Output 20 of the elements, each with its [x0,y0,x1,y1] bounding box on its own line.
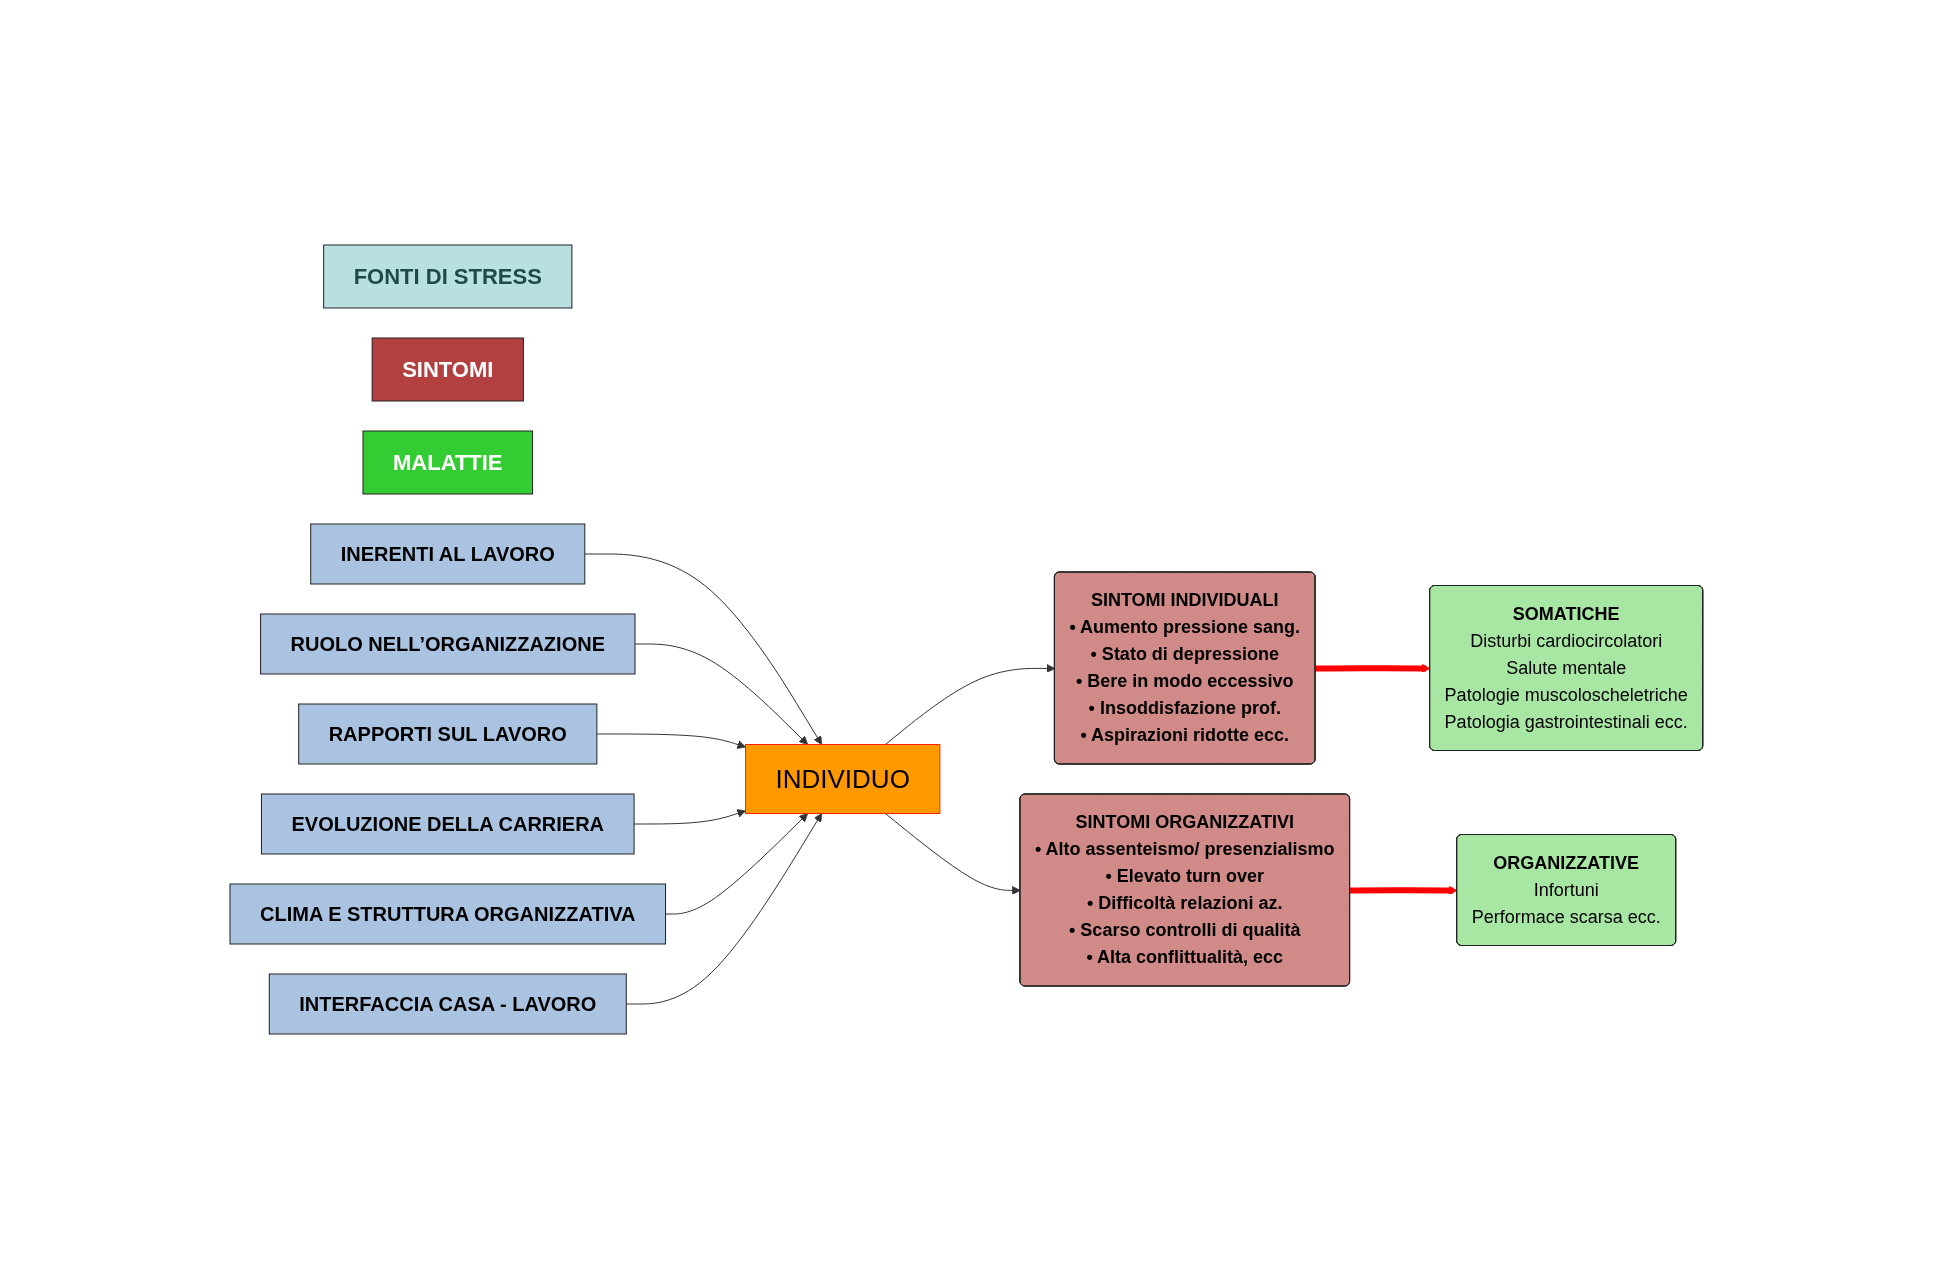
node-box: RUOLO NELL’ORGANIZZAZIONE [260,613,636,675]
node-box: RAPPORTI SUL LAVORO [298,703,598,765]
arrow [584,553,823,745]
node-box: FONTI DI STRESS [323,244,573,309]
arrow [884,664,1056,745]
arrow [1315,664,1431,673]
arrow [633,809,747,825]
arrow [884,813,1021,895]
arrow [665,813,809,915]
arrow [625,813,823,1005]
node-box: INERENTI AL LAVORO [310,523,586,585]
node-box: EVOLUZIONE DELLA CARRIERA [261,793,635,855]
node-box: CLIMA E STRUTTURA ORGANIZZATIVA [229,883,667,945]
arrow [596,733,747,749]
arrow [634,643,809,745]
node-box: SINTOMI [371,337,524,402]
arrow [1350,886,1458,895]
node-box: INDIVIDUO [745,744,941,814]
node-box: MALATTIE [362,430,534,495]
node-box: INTERFACCIA CASA - LAVORO [268,973,627,1035]
